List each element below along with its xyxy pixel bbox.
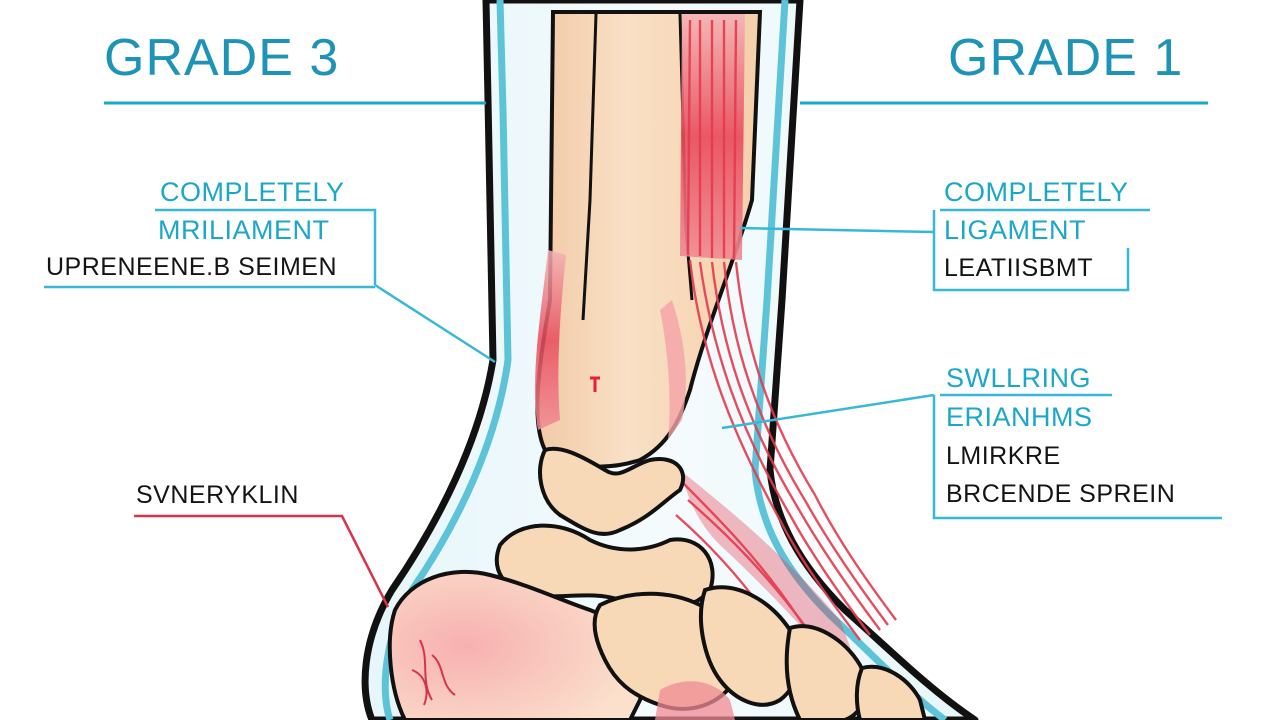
left-leader-line: [374, 283, 496, 364]
tibia-shaft-line: [581, 13, 598, 321]
right-lower-label-line-2: ERIANHMS: [946, 402, 1093, 432]
skin-inner-rim: [381, 0, 512, 720]
metatarsal-bone-1: [698, 585, 801, 707]
right-label-line-2: LIGAMENT: [944, 215, 1087, 245]
rupture-mark: [590, 376, 600, 392]
metatarsal-bone-3: [854, 664, 928, 720]
left-label-line-1: COMPLETELY: [160, 177, 345, 207]
talus-bone: [538, 446, 686, 536]
heel-blood-vessels: [411, 639, 456, 706]
right-lower-label-line-4: BRCENDE SPREIN: [946, 480, 1176, 508]
right-label-bracket: [932, 208, 1150, 292]
right-lower-label-line-3: LMIRKRE: [946, 442, 1061, 470]
right-lower-label-line-1: SWLLRING: [946, 363, 1092, 393]
ligament-fibers: [675, 19, 897, 716]
right-label-line-3: LEATIISBMT: [944, 254, 1094, 282]
right-label-line-1: COMPLETELY: [944, 177, 1129, 207]
medial-inflammation: [535, 250, 566, 430]
left-label-line-3: UPRENEENE.B SEIMEN: [46, 253, 338, 281]
left-label-bracket: [44, 208, 377, 289]
left-red-leader: [134, 514, 390, 608]
lateral-inflammation: [660, 300, 686, 440]
left-pointer-label: SVNERYKLIN: [136, 481, 299, 509]
grade-1-title: GRADE 1: [948, 29, 1184, 87]
left-label-line-2: MRILIAMENT: [158, 215, 330, 245]
right-lower-label-bracket: [932, 393, 1222, 520]
right-lower-leader-line: [721, 393, 935, 430]
right-leader-line: [739, 226, 935, 234]
grade-3-title: GRADE 3: [104, 29, 340, 87]
lower-joint-inflammation: [655, 681, 735, 720]
